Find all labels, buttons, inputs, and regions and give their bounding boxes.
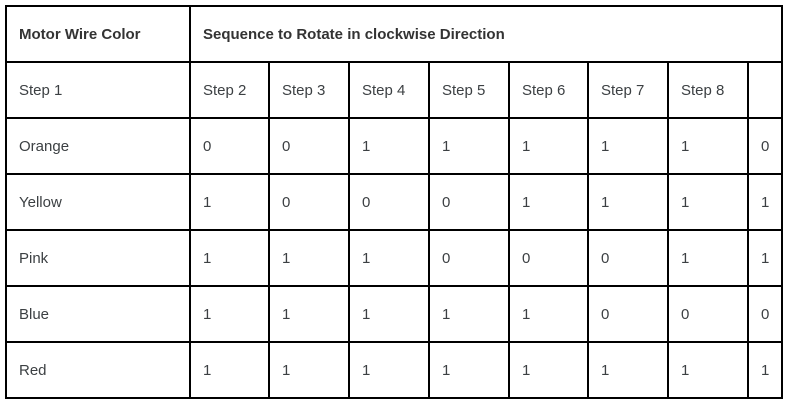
sequence-value-cell: 1 — [348, 285, 430, 343]
sequence-value-cell: 1 — [268, 341, 350, 399]
header-motor-wire-color: Motor Wire Color — [5, 5, 191, 63]
sequence-value-cell: 1 — [348, 117, 430, 175]
sequence-value-cell: 1 — [667, 341, 749, 399]
step-cell: Step 3 — [268, 61, 350, 119]
sequence-value-cell: 0 — [747, 117, 783, 175]
sequence-value-cell: 1 — [508, 341, 589, 399]
table-steps-row: Step 1 Step 2 Step 3 Step 4 Step 5 Step … — [5, 61, 783, 119]
sequence-value-cell: 1 — [348, 229, 430, 287]
wire-color-cell: Orange — [5, 117, 191, 175]
sequence-value-cell: 1 — [428, 117, 510, 175]
sequence-value-cell: 1 — [667, 229, 749, 287]
sequence-value-cell: 0 — [428, 173, 510, 231]
sequence-value-cell: 1 — [428, 341, 510, 399]
sequence-value-cell: 0 — [189, 117, 270, 175]
step-cell: Step 7 — [587, 61, 669, 119]
wire-color-cell: Yellow — [5, 173, 191, 231]
sequence-value-cell: 1 — [747, 341, 783, 399]
sequence-value-cell: 0 — [667, 285, 749, 343]
step-cell: Step 8 — [667, 61, 749, 119]
sequence-value-cell: 0 — [747, 285, 783, 343]
sequence-value-cell: 0 — [587, 229, 669, 287]
sequence-value-cell: 1 — [348, 341, 430, 399]
step-cell-empty — [747, 61, 783, 119]
step-cell: Step 1 — [5, 61, 191, 119]
sequence-value-cell: 0 — [508, 229, 589, 287]
sequence-value-cell: 1 — [189, 285, 270, 343]
wire-color-cell: Pink — [5, 229, 191, 287]
sequence-value-cell: 1 — [747, 229, 783, 287]
step-cell: Step 6 — [508, 61, 589, 119]
sequence-value-cell: 1 — [508, 173, 589, 231]
sequence-value-cell: 0 — [587, 285, 669, 343]
sequence-value-cell: 1 — [189, 229, 270, 287]
sequence-value-cell: 1 — [189, 341, 270, 399]
sequence-value-cell: 1 — [587, 341, 669, 399]
sequence-value-cell: 0 — [348, 173, 430, 231]
wire-color-cell: Red — [5, 341, 191, 399]
sequence-value-cell: 1 — [268, 229, 350, 287]
wire-color-cell: Blue — [5, 285, 191, 343]
table-header-row: Motor Wire Color Sequence to Rotate in c… — [5, 5, 783, 63]
sequence-value-cell: 1 — [667, 173, 749, 231]
sequence-value-cell: 1 — [189, 173, 270, 231]
sequence-value-cell: 1 — [587, 117, 669, 175]
step-cell: Step 5 — [428, 61, 510, 119]
sequence-value-cell: 1 — [667, 117, 749, 175]
sequence-value-cell: 0 — [268, 117, 350, 175]
sequence-value-cell: 1 — [508, 285, 589, 343]
motor-sequence-table: Motor Wire Color Sequence to Rotate in c… — [5, 5, 783, 399]
sequence-value-cell: 1 — [428, 285, 510, 343]
sequence-value-cell: 1 — [747, 173, 783, 231]
sequence-value-cell: 1 — [587, 173, 669, 231]
sequence-value-cell: 1 — [268, 285, 350, 343]
header-sequence-title: Sequence to Rotate in clockwise Directio… — [189, 5, 783, 63]
sequence-value-cell: 1 — [508, 117, 589, 175]
step-cell: Step 4 — [348, 61, 430, 119]
sequence-value-cell: 0 — [428, 229, 510, 287]
sequence-value-cell: 0 — [268, 173, 350, 231]
step-cell: Step 2 — [189, 61, 270, 119]
